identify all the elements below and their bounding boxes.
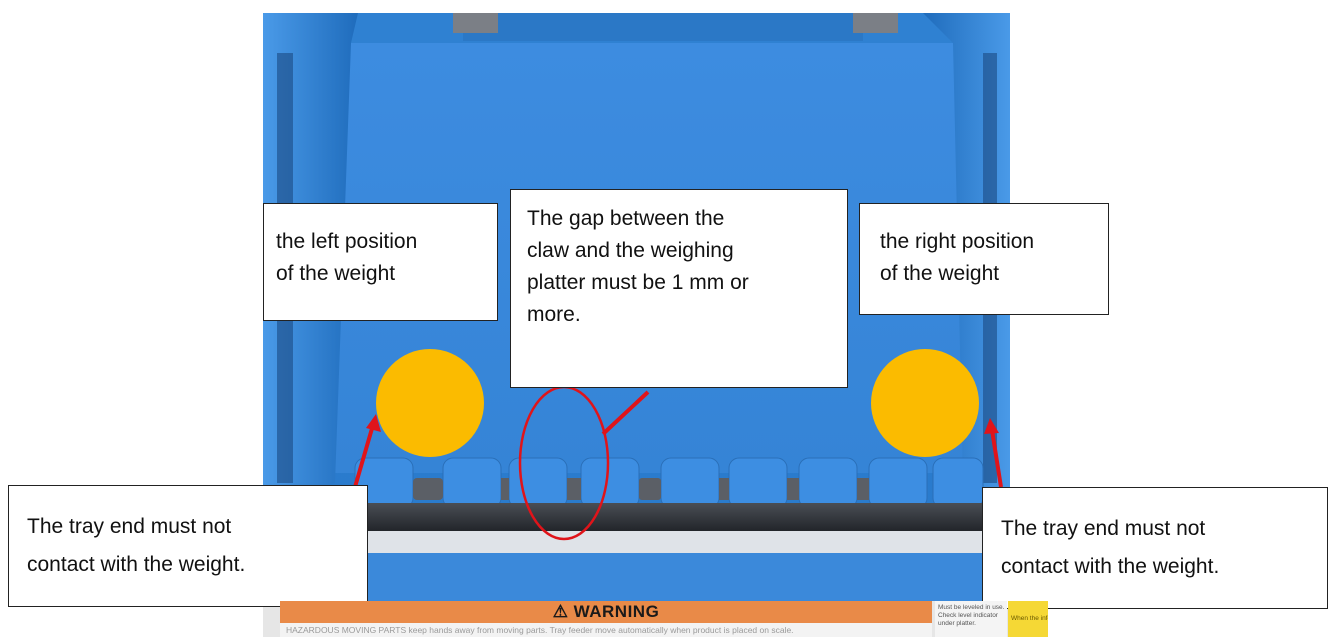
callout-gap-requirement: The gap between the claw and the weighin…	[510, 189, 848, 388]
callout-text: of the weight	[276, 258, 497, 290]
callout-text: platter must be 1 mm or	[527, 267, 847, 299]
callout-text: contact with the weight.	[1001, 548, 1327, 586]
weight-marker-right	[871, 349, 979, 457]
callout-left-position: the left position of the weight	[263, 203, 498, 321]
callout-text: the right position	[880, 226, 1108, 258]
conveyor-note-label: When the infeed conveyor is pu	[1008, 601, 1048, 637]
callout-text: claw and the weighing	[527, 235, 847, 267]
gap-highlight-ellipse	[520, 387, 608, 539]
weight-marker-left	[376, 349, 484, 457]
arrow-right	[984, 418, 1001, 487]
callout-text: the left position	[276, 226, 497, 258]
warning-label-title: ⚠ WARNING	[280, 601, 932, 623]
callout-text: of the weight	[880, 258, 1108, 290]
callout-text: The gap between the	[527, 203, 847, 235]
gap-pointer-line	[603, 392, 648, 434]
callout-text: The tray end must not	[27, 508, 367, 546]
callout-text: contact with the weight.	[27, 546, 367, 584]
callout-tray-end-right: The tray end must not contact with the w…	[982, 487, 1328, 609]
callout-text: more.	[527, 299, 847, 331]
arrow-left	[355, 414, 381, 487]
callout-right-position: the right position of the weight	[859, 203, 1109, 315]
callout-text: The tray end must not	[1001, 510, 1327, 548]
warning-label-body: HAZARDOUS MOVING PARTS keep hands away f…	[280, 623, 932, 637]
level-note-label: Must be leveled in use. Check level indi…	[935, 601, 1007, 637]
callout-tray-end-left: The tray end must not contact with the w…	[8, 485, 368, 607]
